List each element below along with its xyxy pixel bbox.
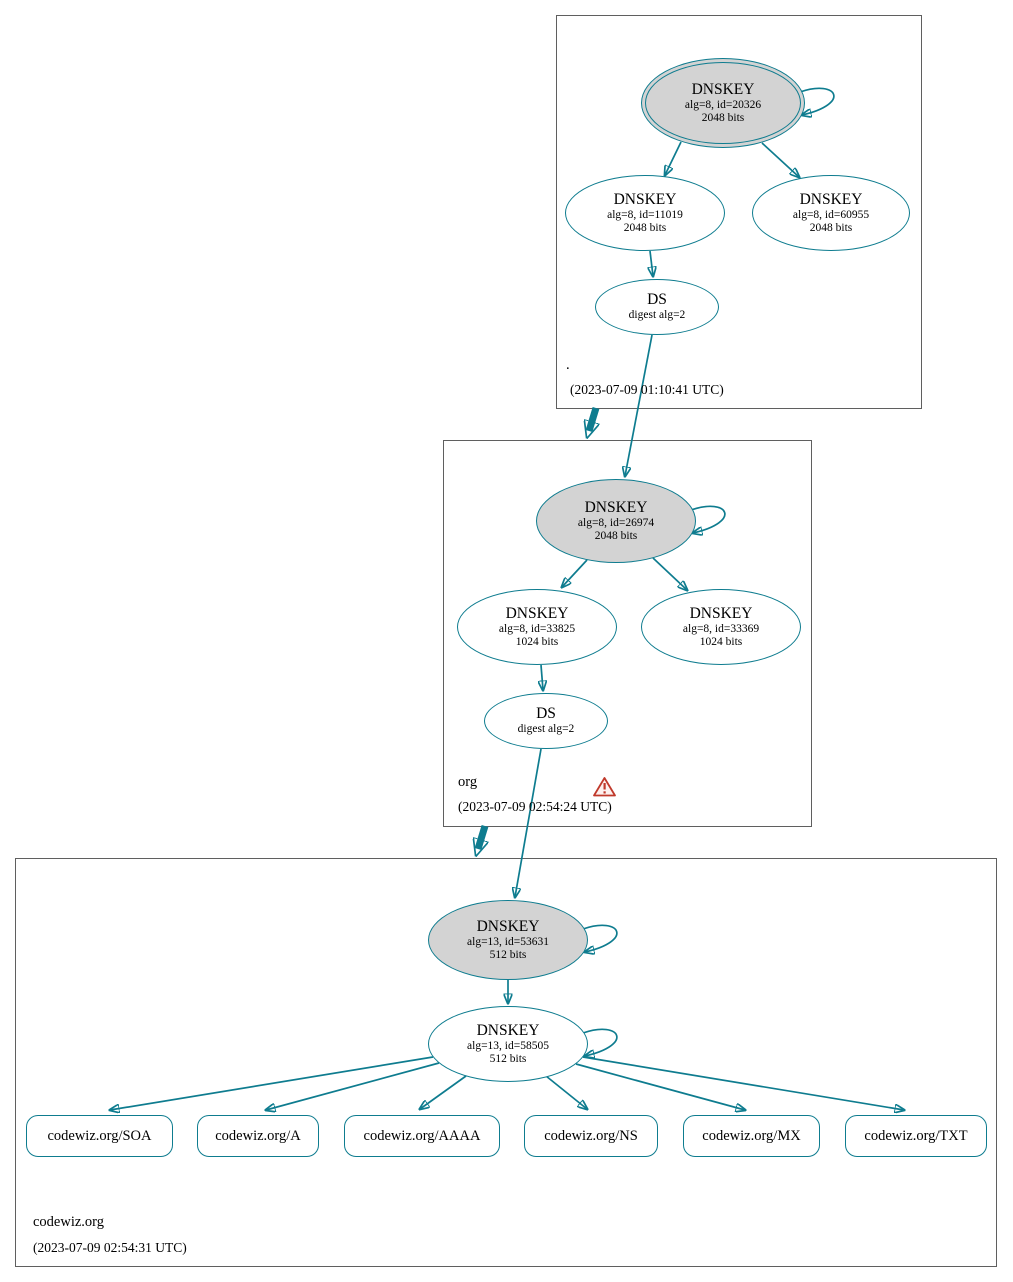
zone-box-root [556, 15, 922, 409]
dnskey-bits: 2048 bits [594, 530, 638, 542]
edge-codewiz-zsk-self-loop [583, 1028, 618, 1056]
dnskey-title: DNSKEY [799, 190, 863, 208]
ds-title: DS [647, 291, 667, 309]
rrset-codewiz-org-a[interactable]: codewiz.org/A [197, 1115, 319, 1157]
dnskey-detail: alg=8, id=20326 [684, 98, 762, 111]
edge-org-ksk-self-loop [691, 505, 726, 533]
zone-box-codewiz-org [15, 858, 997, 1267]
rrset-label: codewiz.org/SOA [47, 1127, 152, 1144]
ds-node-root[interactable]: DS digest alg=2 [595, 279, 719, 335]
dnskey-node-root-zsk-60955[interactable]: DNSKEY alg=8, id=60955 2048 bits [752, 175, 910, 251]
dnskey-bits: 1024 bits [699, 636, 743, 648]
dnskey-bits: 512 bits [489, 1053, 527, 1065]
edge-zsk-to-rrset-ns [545, 1075, 587, 1109]
dnskey-bits: 2048 bits [623, 222, 667, 234]
zone-label-org: org [458, 774, 478, 790]
edge-delegation-root-to-org [589, 406, 596, 431]
edge-org-ksk-to-zsk-33825 [562, 559, 588, 587]
rrset-label: codewiz.org/MX [702, 1127, 801, 1144]
dnskey-detail: alg=8, id=60955 [792, 208, 870, 221]
dnskey-node-org-ksk-26974[interactable]: DNSKEY alg=8, id=26974 2048 bits [536, 479, 696, 563]
edge-root-ksk-to-zsk-60955 [761, 142, 799, 177]
dnskey-detail: alg=8, id=11019 [607, 208, 683, 221]
ds-detail: digest alg=2 [517, 723, 575, 736]
rrset-codewiz-org-mx[interactable]: codewiz.org/MX [683, 1115, 820, 1157]
edge-root-ksk-to-zsk-11019 [665, 141, 682, 175]
ds-node-org[interactable]: DS digest alg=2 [484, 693, 608, 749]
rrset-codewiz-org-aaaa[interactable]: codewiz.org/AAAA [344, 1115, 500, 1157]
edge-root-ksk-self-loop [800, 87, 835, 115]
dnskey-detail: alg=8, id=26974 [577, 516, 655, 529]
edge-org-ksk-to-zsk-33369 [652, 557, 687, 590]
zone-label-root: . [566, 357, 570, 373]
edge-zsk-to-rrset-soa [110, 1056, 434, 1110]
rrset-label: codewiz.org/TXT [864, 1127, 968, 1144]
dnskey-bits: 2048 bits [701, 112, 745, 124]
dnskey-bits: 1024 bits [515, 636, 559, 648]
ds-detail: digest alg=2 [628, 309, 686, 322]
dnskey-bits: 2048 bits [809, 222, 853, 234]
edge-zsk-to-rrset-a [266, 1062, 440, 1110]
dnskey-node-root-ksk-20326[interactable]: DNSKEY alg=8, id=20326 2048 bits [641, 58, 805, 148]
edge-org-ds-to-codewiz-ksk [515, 748, 542, 897]
dnskey-title: DNSKEY [613, 190, 677, 208]
rrset-codewiz-org-ns[interactable]: codewiz.org/NS [524, 1115, 658, 1157]
dnskey-title: DNSKEY [476, 1021, 540, 1039]
zone-timestamp-root: (2023-07-09 01:10:41 UTC) [570, 382, 724, 397]
rrset-codewiz-org-soa[interactable]: codewiz.org/SOA [26, 1115, 173, 1157]
warning-icon[interactable] [592, 776, 617, 798]
ds-title: DS [536, 705, 556, 723]
zone-box-org [443, 440, 812, 827]
dnskey-node-codewiz-ksk-53631[interactable]: DNSKEY alg=13, id=53631 512 bits [428, 900, 588, 980]
dnskey-title: DNSKEY [476, 917, 540, 935]
rrset-label: codewiz.org/NS [544, 1127, 638, 1144]
zone-timestamp-org: (2023-07-09 02:54:24 UTC) [458, 799, 612, 814]
edge-delegation-org-to-codewiz [478, 824, 485, 849]
zone-label-codewiz-org: codewiz.org [33, 1214, 104, 1230]
zone-timestamp-codewiz-org: (2023-07-09 02:54:31 UTC) [33, 1240, 187, 1255]
edge-zsk-to-rrset-mx [575, 1063, 745, 1110]
edge-zsk-33825-to-ds [541, 664, 543, 690]
dnskey-node-root-zsk-11019[interactable]: DNSKEY alg=8, id=11019 2048 bits [565, 175, 725, 251]
dnskey-node-org-zsk-33825[interactable]: DNSKEY alg=8, id=33825 1024 bits [457, 589, 617, 665]
rrset-label: codewiz.org/A [215, 1127, 301, 1144]
edge-zsk-11019-to-ds [650, 250, 653, 276]
dnskey-title: DNSKEY [691, 80, 755, 98]
dnskey-detail: alg=8, id=33369 [682, 622, 760, 635]
edge-root-ds-to-org-ksk [625, 334, 653, 476]
dnskey-title: DNSKEY [689, 604, 753, 622]
dnskey-title: DNSKEY [505, 604, 569, 622]
edge-codewiz-ksk-self-loop [583, 924, 618, 952]
dnskey-bits: 512 bits [489, 949, 527, 961]
dnskey-title: DNSKEY [584, 498, 648, 516]
edge-zsk-to-rrset-aaaa [420, 1075, 467, 1109]
dnskey-node-codewiz-zsk-58505[interactable]: DNSKEY alg=13, id=58505 512 bits [428, 1006, 588, 1082]
dnskey-detail: alg=8, id=33825 [498, 622, 576, 635]
rrset-codewiz-org-txt[interactable]: codewiz.org/TXT [845, 1115, 987, 1157]
dnskey-detail: alg=13, id=58505 [467, 1039, 549, 1052]
edge-zsk-to-rrset-txt [582, 1056, 904, 1110]
dnskey-detail: alg=13, id=53631 [467, 935, 549, 948]
dnskey-node-org-zsk-33369[interactable]: DNSKEY alg=8, id=33369 1024 bits [641, 589, 801, 665]
rrset-label: codewiz.org/AAAA [363, 1127, 481, 1144]
